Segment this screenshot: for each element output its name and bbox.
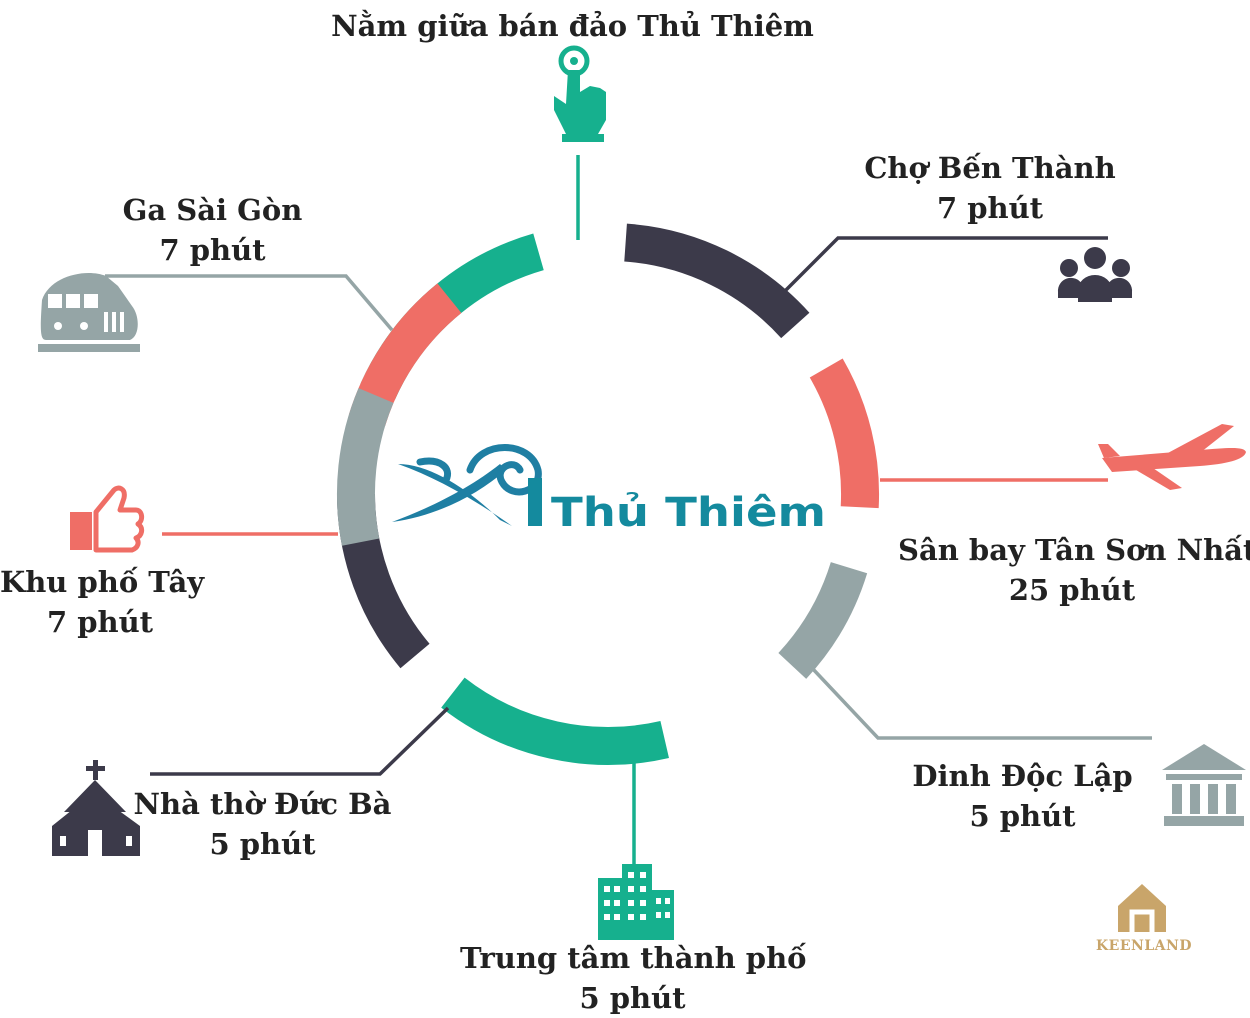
airplane-icon bbox=[1098, 424, 1246, 490]
label-cathedral-time: 5 phút bbox=[209, 827, 316, 861]
label-western-quarter: Khu phố Tây 7 phút bbox=[0, 562, 205, 642]
label-cathedral-name: Nhà thờ Đức Bà bbox=[133, 787, 392, 821]
label-ben-thanh-name: Chợ Bến Thành bbox=[864, 151, 1116, 185]
office-buildings-icon bbox=[598, 864, 674, 940]
label-peninsula-name: Nằm giữa bán đảo Thủ Thiêm bbox=[331, 9, 814, 43]
label-independence-palace: Dinh Độc Lập 5 phút bbox=[900, 756, 1145, 836]
center-logo: Thủ Thiêm bbox=[392, 444, 826, 536]
ring bbox=[336, 223, 880, 765]
ring-segment-airport bbox=[809, 358, 880, 509]
label-cathedral: Nhà thờ Đức Bà 5 phút bbox=[130, 784, 395, 864]
church-icon bbox=[52, 760, 140, 856]
connector-cathedral bbox=[150, 706, 450, 776]
pointing-hand-icon bbox=[554, 45, 606, 142]
watermark-brand: KEENLAND bbox=[1096, 938, 1192, 954]
house-logo-icon bbox=[1118, 884, 1166, 932]
ring-segment-ben-thanh bbox=[623, 223, 810, 339]
label-ben-thanh: Chợ Bến Thành 7 phút bbox=[840, 148, 1140, 228]
label-peninsula: Nằm giữa bán đảo Thủ Thiêm bbox=[300, 6, 845, 46]
label-western-quarter-time: 7 phút bbox=[46, 605, 154, 639]
logo-mark-icon bbox=[392, 444, 542, 526]
label-airport-name: Sân bay Tân Sơn Nhất bbox=[898, 533, 1250, 567]
thumbs-up-icon bbox=[70, 485, 145, 553]
connectors bbox=[105, 155, 1152, 868]
connector-saigon-station bbox=[105, 274, 394, 332]
label-ben-thanh-time: 7 phút bbox=[936, 191, 1044, 225]
ring-segment-independence-palace bbox=[778, 561, 868, 679]
label-saigon-station-name: Ga Sài Gòn bbox=[122, 193, 303, 227]
label-airport-time: 25 phút bbox=[1008, 573, 1136, 607]
connector-ben-thanh bbox=[776, 236, 1108, 300]
people-group-icon bbox=[1057, 247, 1133, 302]
label-city-center-name: Trung tâm thành phố bbox=[460, 941, 807, 975]
label-saigon-station-time: 7 phút bbox=[159, 233, 266, 267]
logo-text: Thủ Thiêm bbox=[551, 490, 826, 536]
bank-building-icon bbox=[1162, 744, 1246, 826]
label-independence-palace-time: 5 phút bbox=[969, 799, 1076, 833]
label-city-center: Trung tâm thành phố 5 phút bbox=[460, 938, 807, 1018]
label-city-center-time: 5 phút bbox=[579, 981, 686, 1015]
ring-segment-city-center bbox=[441, 677, 669, 765]
connector-independence-palace bbox=[810, 666, 1152, 740]
label-western-quarter-name: Khu phố Tây bbox=[0, 565, 205, 599]
label-airport: Sân bay Tân Sơn Nhất 25 phút bbox=[898, 530, 1250, 610]
ring-segment-saigon-station bbox=[336, 388, 394, 546]
label-independence-palace-name: Dinh Độc Lập bbox=[912, 759, 1133, 793]
label-saigon-station: Ga Sài Gòn 7 phút bbox=[105, 190, 320, 270]
train-icon bbox=[38, 273, 140, 352]
